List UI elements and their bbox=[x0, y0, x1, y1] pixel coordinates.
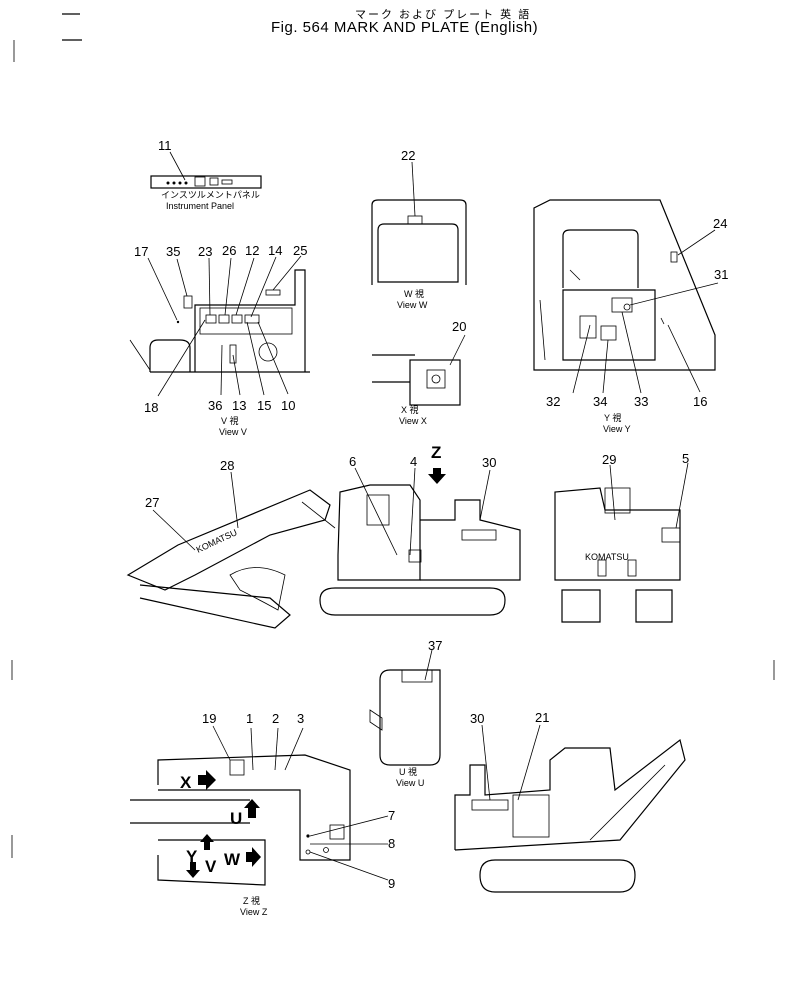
callout-8: 8 bbox=[388, 836, 395, 851]
callout-20: 20 bbox=[452, 319, 466, 334]
callout-31: 31 bbox=[714, 267, 728, 282]
callout-7: 7 bbox=[388, 808, 395, 823]
view-y: 24 31 32 34 33 16 Y 視 View Y bbox=[533, 199, 728, 434]
callout-30-lower: 30 bbox=[470, 711, 484, 726]
callout-23: 23 bbox=[198, 244, 212, 259]
view-y-caption-jp: Y 視 bbox=[604, 412, 621, 423]
excavator-side-view-right: 30 21 bbox=[454, 710, 686, 893]
view-z: 19 1 2 3 7 8 9 X U Y V W Z 視 View Z bbox=[130, 711, 395, 917]
margin-marks bbox=[11, 13, 775, 858]
callout-19: 19 bbox=[202, 711, 216, 726]
view-w: 22 W 視 View W bbox=[371, 148, 467, 310]
callout-16: 16 bbox=[693, 394, 707, 409]
callout-27: 27 bbox=[145, 495, 159, 510]
callout-25: 25 bbox=[293, 243, 307, 258]
callout-12: 12 bbox=[245, 243, 259, 258]
callout-28: 28 bbox=[220, 458, 234, 473]
callout-6: 6 bbox=[349, 454, 356, 469]
callout-3: 3 bbox=[297, 711, 304, 726]
callout-9: 9 bbox=[388, 876, 395, 891]
view-z-caption-jp: Z 視 bbox=[243, 895, 260, 906]
view-w-caption-jp: W 視 bbox=[404, 288, 424, 299]
boom-brand-label: KOMATSU bbox=[195, 527, 239, 555]
callout-21: 21 bbox=[535, 710, 549, 725]
arrow-letter-y: Y bbox=[186, 847, 198, 866]
figure-title: Fig. 564 MARK AND PLATE (English) bbox=[271, 19, 539, 36]
rear-brand-label: KOMATSU bbox=[585, 552, 629, 562]
callout-36: 36 bbox=[208, 398, 222, 413]
callout-26: 26 bbox=[222, 243, 236, 258]
callout-22: 22 bbox=[401, 148, 415, 163]
callout-15: 15 bbox=[257, 398, 271, 413]
view-y-caption-en: View Y bbox=[603, 424, 631, 434]
arrow-letter-w: W bbox=[224, 850, 241, 869]
view-x-caption-jp: X 視 bbox=[401, 404, 419, 415]
view-u-caption-en: View U bbox=[396, 778, 424, 788]
view-x-caption-en: View X bbox=[399, 416, 427, 426]
callout-2: 2 bbox=[272, 711, 279, 726]
callout-17: 17 bbox=[134, 244, 148, 259]
callout-33: 33 bbox=[634, 394, 648, 409]
instrument-panel-view: 11 インスツルメントパネル Instrument Panel bbox=[150, 138, 262, 211]
view-u: 37 U 視 View U bbox=[369, 638, 442, 788]
view-x: 20 X 視 View X bbox=[372, 319, 466, 426]
callout-11: 11 bbox=[158, 138, 172, 153]
callout-18: 18 bbox=[144, 400, 158, 415]
callout-13: 13 bbox=[232, 398, 246, 413]
callout-10: 10 bbox=[281, 398, 295, 413]
arrow-letter-u: U bbox=[230, 809, 242, 828]
callout-35: 35 bbox=[166, 244, 180, 259]
excavator-rear-view: 29 5 KOMATSU bbox=[554, 451, 689, 623]
callout-32: 32 bbox=[546, 394, 560, 409]
arrow-letter-v: V bbox=[205, 857, 217, 876]
instrument-panel-caption-jp: インスツルメントパネル bbox=[161, 190, 260, 200]
callout-5: 5 bbox=[682, 451, 689, 466]
callout-14: 14 bbox=[268, 243, 282, 258]
view-u-caption-jp: U 視 bbox=[399, 766, 417, 777]
callout-30: 30 bbox=[482, 455, 496, 470]
japanese-title: マーク および プレート 英 語 bbox=[355, 9, 532, 21]
callout-29: 29 bbox=[602, 452, 616, 467]
view-w-caption-en: View W bbox=[397, 300, 428, 310]
arrow-letter-x: X bbox=[180, 773, 192, 792]
view-z-caption-en: View Z bbox=[240, 907, 268, 917]
view-v-caption-jp: V 視 bbox=[221, 415, 239, 426]
excavator-side-view: 27 28 6 4 30 Z KOMATSU bbox=[126, 443, 521, 629]
view-v-caption-en: View V bbox=[219, 427, 247, 437]
instrument-panel-caption-en: Instrument Panel bbox=[166, 201, 234, 211]
callout-1: 1 bbox=[246, 711, 253, 726]
view-v: 17 35 23 26 12 14 25 18 36 13 15 10 V 視 … bbox=[129, 243, 310, 437]
callout-4: 4 bbox=[410, 454, 417, 469]
callout-37: 37 bbox=[428, 638, 442, 653]
callout-34: 34 bbox=[593, 394, 607, 409]
callout-24: 24 bbox=[713, 216, 727, 231]
arrow-letter-z: Z bbox=[431, 443, 441, 462]
